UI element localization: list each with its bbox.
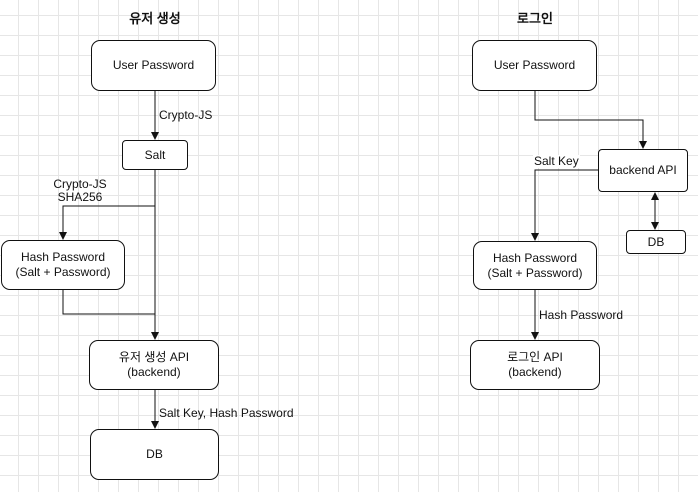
arrow-salt-to-hash bbox=[59, 205, 155, 240]
arrow-backend-to-hash bbox=[531, 169, 598, 241]
login-user-password-box[interactable]: User Password bbox=[472, 40, 597, 91]
signup-api-to-db-label: Salt Key, Hash Password bbox=[159, 406, 294, 420]
signup-salt-box[interactable]: Salt bbox=[122, 140, 188, 170]
login-api-box[interactable]: 로그인 API (backend) bbox=[470, 340, 600, 390]
signup-user-password-box[interactable]: User Password bbox=[91, 40, 216, 91]
signup-db-box[interactable]: DB bbox=[90, 429, 219, 480]
login-hash-to-api-label: Hash Password bbox=[539, 308, 624, 322]
signup-title: 유저 생성 bbox=[129, 11, 181, 26]
arrow-password-to-backend bbox=[534, 91, 647, 149]
login-backend-api-box[interactable]: backend API bbox=[598, 149, 688, 192]
signup-api-box[interactable]: 유저 생성 API (backend) bbox=[89, 340, 219, 390]
signup-crypto-js-label: Crypto-JS bbox=[159, 108, 213, 122]
login-title: 로그인 bbox=[517, 11, 553, 26]
login-db-box[interactable]: DB bbox=[626, 230, 686, 254]
login-hash-password-box[interactable]: Hash Password (Salt + Password) bbox=[473, 241, 597, 290]
signup-hash-password-box[interactable]: Hash Password (Salt + Password) bbox=[1, 240, 125, 290]
line-hash-to-api bbox=[62, 290, 155, 315]
signup-hash-algo-label: Crypto-JS SHA256 bbox=[53, 177, 107, 204]
login-salt-key-label: Salt Key bbox=[533, 154, 580, 168]
